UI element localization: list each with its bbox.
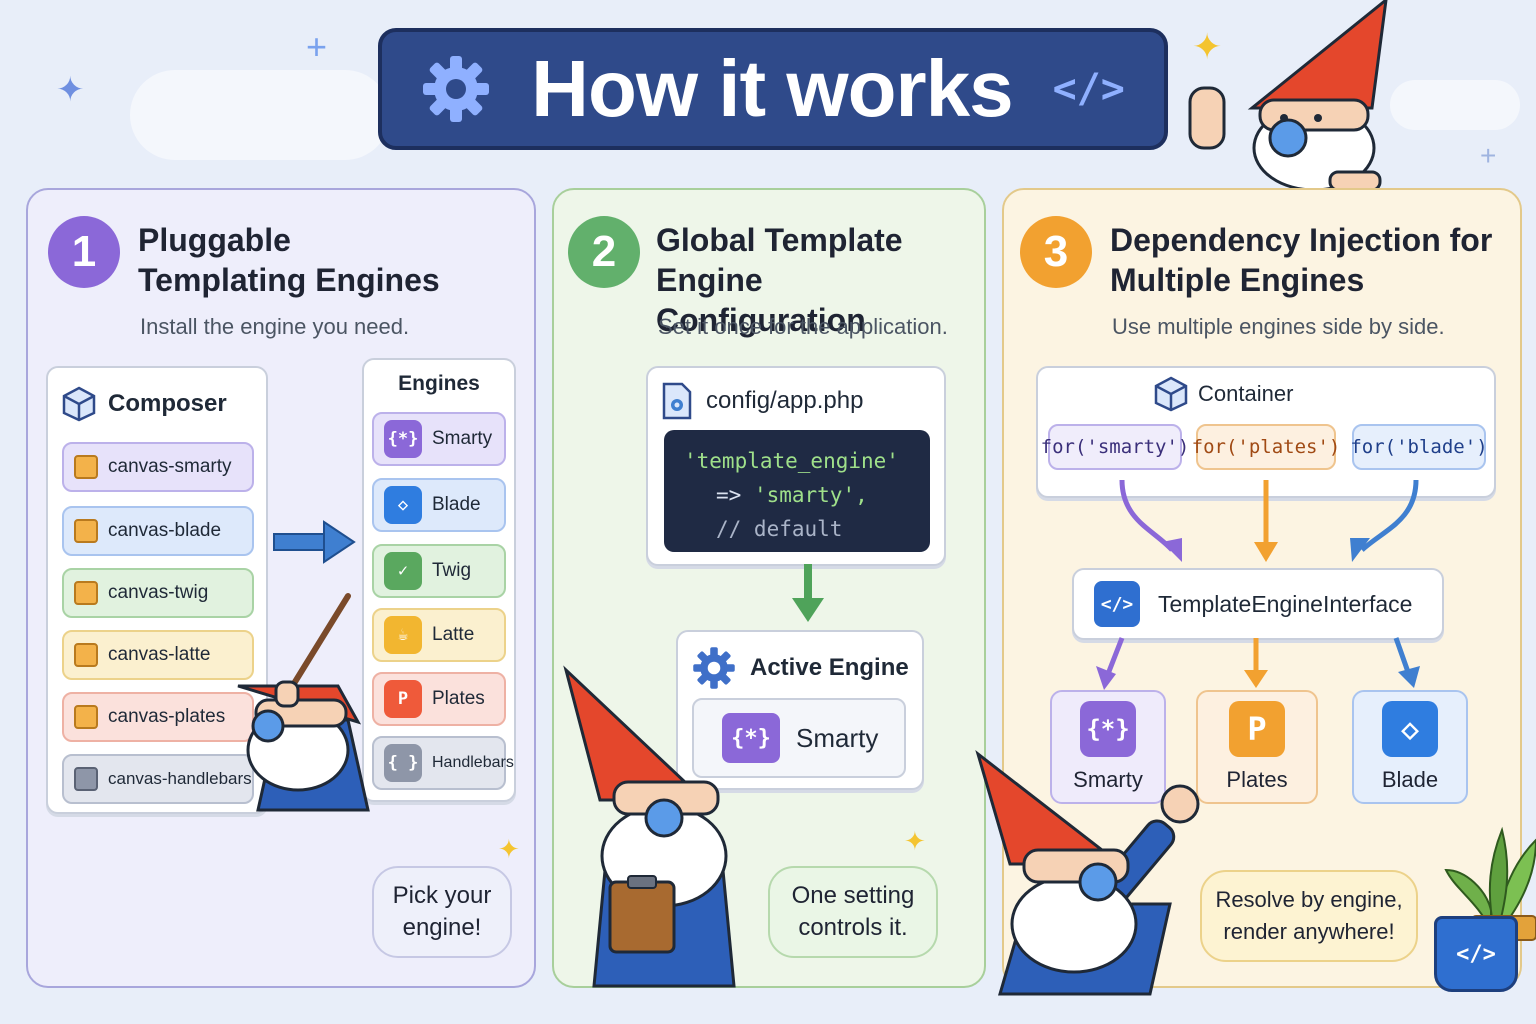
target-blade[interactable]: ◇ Blade (1352, 690, 1468, 804)
plus-icon: + (1480, 140, 1497, 171)
panel-dependency-injection: 3 Dependency Injection for Multiple Engi… (975, 188, 1522, 996)
panel-title: Global Template Engine Configuration (656, 222, 903, 338)
package-icon (74, 455, 98, 479)
cube-icon (62, 386, 96, 422)
arrow-down-icon (792, 564, 824, 622)
package-item[interactable]: canvas-blade (62, 506, 254, 556)
package-icon (74, 767, 98, 791)
code-icon: </> (1052, 66, 1125, 112)
sparkle-icon: ✦ (498, 834, 520, 864)
panel-subtitle: Use multiple engines side by side. (1112, 314, 1445, 339)
mug-illustration: </> (1434, 916, 1518, 992)
package-item[interactable]: canvas-handlebars (62, 754, 254, 804)
gear-icon (423, 56, 490, 122)
code-icon: </> (1456, 941, 1496, 967)
panel-subtitle: Install the engine you need. (140, 314, 410, 339)
package-icon (74, 705, 98, 729)
blade-icon: ◇ (1382, 701, 1438, 757)
gnome-illustration (237, 593, 370, 812)
step-number-2: 2 (568, 216, 640, 288)
file-settings-icon (662, 382, 692, 420)
active-engine-box: Active Engine {*} Smarty (676, 630, 924, 790)
config-file-header: config/app.php (662, 382, 863, 420)
package-item[interactable]: canvas-plates (62, 692, 254, 742)
background-cloud (1390, 80, 1520, 130)
page-title: How it works (531, 44, 1013, 133)
sparkle-icon: ✦ (1192, 26, 1223, 67)
engine-item-handlebars[interactable]: { } Handlebars (372, 736, 514, 790)
package-item[interactable]: canvas-latte (62, 630, 254, 680)
sparkle-icon: ✦ (904, 826, 926, 856)
engines-header: Engines (398, 372, 480, 395)
engine-item-blade[interactable]: ◇ Blade (372, 478, 506, 532)
container-header: Container (1154, 376, 1293, 412)
composer-box: Composer canvas-smarty canvas-blade canv… (46, 366, 268, 814)
engine-item-latte[interactable]: ☕ Latte (372, 608, 506, 662)
background-cloud (130, 70, 390, 160)
panel-global-config: 2 Global Template Engine Configuration S… (552, 188, 986, 988)
engine-item-smarty[interactable]: {*} Smarty (372, 412, 506, 466)
gear-icon (693, 647, 735, 689)
panel-title: Pluggable Templating Engines (138, 222, 440, 298)
plus-icon: + (306, 26, 328, 67)
container-box: Container for('smarty') for('plates') fo… (1036, 366, 1496, 498)
latte-icon: ☕ (384, 616, 422, 654)
config-file-box: config/app.php 'template_engine' => 'sma… (646, 366, 946, 566)
gnome-illustration (563, 665, 736, 988)
gnome-illustration (1188, 0, 1388, 192)
resolve-plates-call[interactable]: for('plates') (1192, 424, 1340, 470)
arrow-right-icon (273, 520, 356, 564)
gnome-illustration (975, 749, 1200, 996)
panel-pluggable-engines: 1 Pluggable Templating Engines Install t… (26, 188, 536, 988)
cube-icon (1154, 376, 1188, 412)
smarty-icon: {*} (722, 713, 780, 763)
resolve-smarty-call[interactable]: for('smarty') (1041, 424, 1189, 470)
active-engine-smarty[interactable]: {*} Smarty (692, 698, 906, 778)
code-snippet: 'template_engine' => 'smarty', // defaul… (664, 430, 930, 552)
panel-subtitle: Set it once for the application. (658, 314, 948, 339)
package-item[interactable]: canvas-smarty (62, 442, 254, 492)
package-icon (74, 581, 98, 605)
plates-icon: P (1229, 701, 1285, 757)
plates-icon: P (384, 680, 422, 718)
active-engine-header: Active Engine (692, 646, 909, 690)
resolve-blade-call[interactable]: for('blade') (1350, 424, 1488, 470)
sparkle-icon: ✦ (56, 71, 85, 109)
flow-arrows (1119, 479, 1419, 562)
step-number-3: 3 (1020, 216, 1092, 288)
package-item[interactable]: canvas-twig (62, 568, 254, 618)
title-banner: How it works </> (378, 28, 1168, 150)
target-smarty[interactable]: {*} Smarty (1050, 690, 1166, 804)
flow-arrows (1096, 637, 1420, 690)
engine-item-twig[interactable]: ✓ Twig (372, 544, 506, 598)
step-number-1: 1 (48, 216, 120, 288)
interface-box: </> TemplateEngineInterface (1072, 568, 1444, 640)
twig-icon: ✓ (384, 552, 422, 590)
blade-icon: ◇ (384, 486, 422, 524)
smarty-icon: {*} (1080, 701, 1136, 757)
engines-box: Engines {*} Smarty ◇ Blade ✓ Twig ☕ Latt… (362, 358, 516, 802)
panel-title: Dependency Injection for Multiple Engine… (1110, 222, 1493, 298)
speech-bubble: Resolve by engine,render anywhere! (1200, 870, 1418, 962)
composer-header: Composer (62, 386, 227, 422)
handlebars-icon: { } (384, 744, 422, 782)
smarty-icon: {*} (384, 420, 422, 458)
code-icon: </> (1094, 581, 1140, 627)
target-plates[interactable]: P Plates (1196, 690, 1318, 804)
engine-item-plates[interactable]: P Plates (372, 672, 506, 726)
package-icon (74, 643, 98, 667)
package-icon (74, 519, 98, 543)
